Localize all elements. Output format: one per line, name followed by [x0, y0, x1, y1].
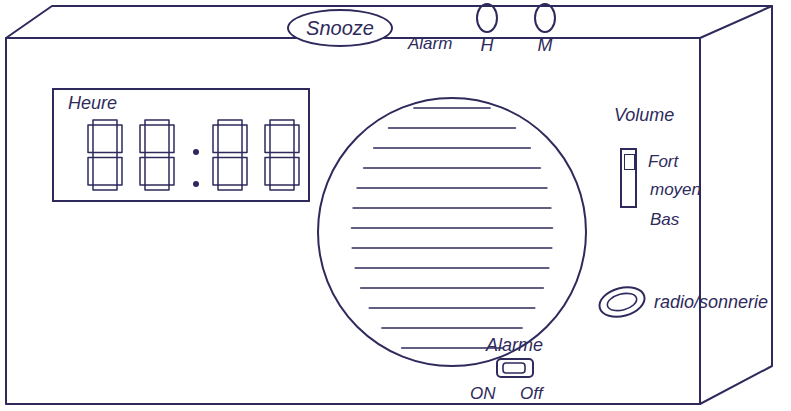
slider-track — [620, 148, 637, 208]
node-text: H — [481, 34, 494, 56]
time-display: Heure — [52, 88, 310, 202]
display-segment — [93, 120, 117, 125]
display-segment — [265, 158, 270, 186]
display-segment — [93, 185, 117, 190]
display-segment — [140, 158, 145, 186]
display-segment — [270, 185, 294, 190]
knob-ellipse — [596, 284, 648, 320]
display-segment — [88, 158, 93, 186]
display-segment — [265, 125, 270, 153]
display-segment — [270, 120, 294, 125]
part-label: Fort — [648, 152, 678, 172]
colon-dot — [193, 181, 199, 187]
grille-line — [352, 227, 553, 229]
part-label: moyen — [650, 180, 701, 200]
colon-dot — [193, 149, 199, 155]
node-text: radio/sonnerie — [654, 291, 768, 313]
display-segment — [218, 153, 242, 158]
display-segment — [294, 125, 299, 153]
switch-body — [493, 356, 537, 380]
display-segment — [169, 158, 174, 186]
grille-line — [355, 267, 549, 269]
part-label: Off — [520, 384, 543, 404]
node-text: Alarme — [486, 334, 543, 356]
display-segment — [169, 125, 174, 153]
display-segment — [145, 120, 169, 125]
grille-line — [364, 167, 541, 169]
display-segment — [213, 158, 218, 186]
node-text: Snooze — [306, 17, 374, 39]
display-segment — [213, 125, 218, 153]
display-segment — [140, 125, 145, 153]
mode-knob: radio/sonnerie — [596, 284, 768, 320]
node-text: M — [538, 34, 553, 56]
display-segment — [145, 185, 169, 190]
grille-line — [361, 287, 544, 289]
side-face — [700, 6, 772, 404]
button-circle — [474, 2, 500, 34]
display-segment — [117, 125, 122, 153]
display-segment — [270, 153, 294, 158]
display-segment — [218, 120, 242, 125]
display-segment — [93, 153, 117, 158]
slider-thumb — [624, 154, 635, 170]
alarm-minute-button: M — [532, 2, 558, 56]
display-segment — [88, 125, 93, 153]
display-segment — [145, 153, 169, 158]
grille-line — [353, 207, 551, 209]
grille-line — [414, 107, 490, 109]
grille-line — [352, 247, 552, 249]
part-label: Bas — [650, 210, 679, 230]
button-circle — [532, 2, 558, 34]
grille-line — [369, 307, 535, 309]
part-label: ON — [470, 384, 496, 404]
front-face — [6, 38, 700, 404]
alarm-switch: Alarme — [486, 334, 543, 380]
grille-line — [357, 187, 547, 189]
grille-line — [374, 147, 531, 149]
display-segment — [294, 158, 299, 186]
grille-line — [382, 327, 522, 329]
speaker-circle — [318, 98, 586, 366]
snooze-button: Snooze — [287, 9, 393, 47]
display-segment — [218, 185, 242, 190]
alarm-hour-button: H — [474, 2, 500, 56]
node-text: Volume — [614, 104, 674, 126]
display-segment — [117, 158, 122, 186]
grille-line — [389, 127, 516, 129]
display-segment — [242, 158, 247, 186]
display-segment — [242, 125, 247, 153]
node-text: Heure — [68, 92, 117, 114]
part-label: Alarm — [408, 34, 452, 54]
